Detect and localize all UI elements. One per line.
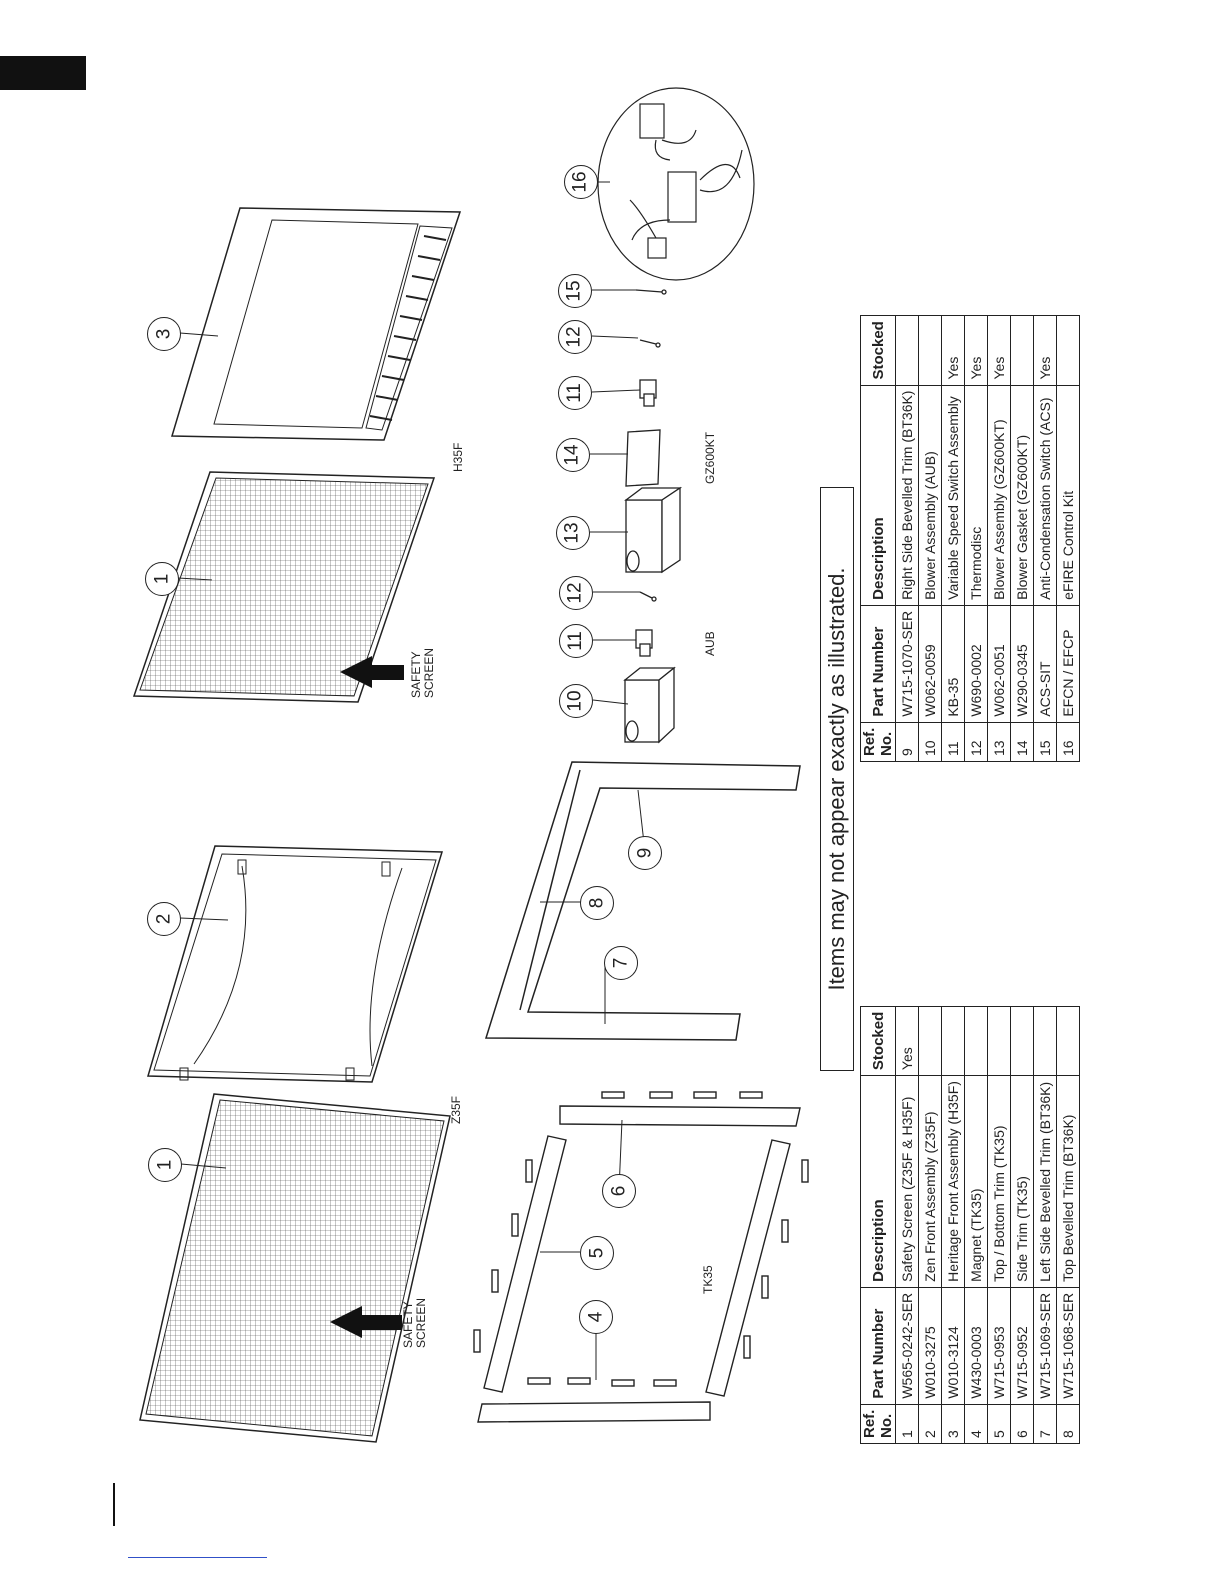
parts-table-right-block: Ref. No. Part Number Description Stocked…: [860, 315, 1080, 762]
callout-5: 5: [580, 1236, 614, 1270]
column-header-description: Description: [860, 385, 896, 606]
callout-6: 6: [602, 1174, 636, 1208]
column-header-ref: Ref. No.: [860, 722, 896, 762]
arrow-icon: [330, 1306, 402, 1338]
callout-14: 14: [556, 438, 590, 472]
callout-7: 7: [604, 946, 638, 980]
arrow-icon: [340, 656, 404, 688]
callout-1: 1: [145, 562, 179, 596]
illustration-note: Items may not appear exactly as illustra…: [820, 487, 854, 1071]
gz600kt-label: GZ600KT: [703, 431, 717, 484]
footer-link-rule: [128, 1557, 267, 1558]
column-header-part: Part Number: [860, 1287, 896, 1405]
note-rotated-block: Items may not appear exactly as illustra…: [820, 487, 854, 1071]
bt36k-bevelled-trim-drawing: [484, 761, 801, 1041]
callout-8: 8: [580, 886, 614, 920]
callout-13: 13: [556, 516, 590, 550]
h35f-label: H35F: [451, 442, 465, 472]
callout-9: 9: [628, 836, 662, 870]
gz600kt-blower-drawing: [624, 289, 683, 574]
table-header-row: Ref. No. Part Number Description Stocked: [860, 315, 896, 762]
safety-screen-right: [132, 471, 436, 703]
column-header-part: Part Number: [860, 605, 896, 723]
z35f-label: Z35F: [449, 1095, 463, 1124]
callout-16: 16: [564, 165, 598, 199]
callout-11: 11: [558, 376, 592, 410]
callout-11: 11: [559, 624, 593, 658]
callout-1: 1: [148, 1148, 182, 1182]
page-margin-rule: [113, 1483, 115, 1526]
heritage-front-drawing: [170, 207, 462, 441]
callout-leaders: [177, 181, 646, 1380]
column-header-description: Description: [860, 1075, 896, 1288]
callout-15: 15: [558, 274, 592, 308]
tk35-trim-drawing: [473, 1091, 809, 1423]
callout-2: 2: [147, 902, 181, 936]
callout-12: 12: [558, 320, 592, 354]
tk35-label: TK35: [701, 1265, 715, 1294]
safety-screen-left: [139, 1093, 451, 1443]
table-header-row: Ref. No. Part Number Description Stocked: [860, 1006, 896, 1444]
callout-12: 12: [559, 576, 593, 610]
parts-table-left: Ref. No. Part Number Description Stocked…: [860, 1006, 1080, 1444]
zen-front-drawing: [147, 845, 444, 1083]
column-header-stocked: Stocked: [860, 315, 896, 386]
callout-4: 4: [579, 1300, 613, 1334]
aub-blower-drawing: [623, 591, 676, 744]
parts-table-right: Ref. No. Part Number Description Stocked…: [860, 315, 1080, 762]
column-header-ref: Ref. No.: [860, 1404, 896, 1444]
efire-control-kit-drawing: [597, 87, 755, 281]
language-tab: [0, 56, 86, 90]
aub-label: AUB: [703, 631, 717, 656]
callout-10: 10: [559, 684, 593, 718]
callout-3: 3: [147, 317, 181, 351]
parts-table-left-block: Ref. No. Part Number Description Stocked…: [860, 1006, 1080, 1444]
column-header-stocked: Stocked: [860, 1006, 896, 1076]
